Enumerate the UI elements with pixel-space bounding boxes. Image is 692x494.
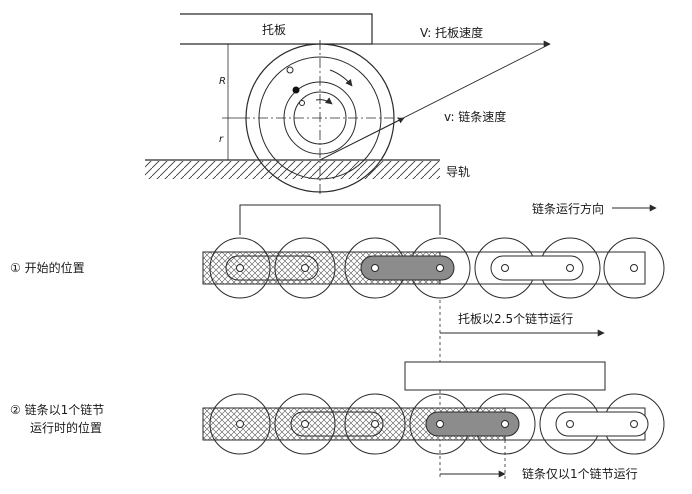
guide-rail-hatch — [145, 161, 440, 179]
pallet-travel: 托板以2.5个链节运行 — [404, 300, 606, 480]
guide-rail-label: 导轨 — [446, 165, 470, 179]
moved-pallet — [404, 361, 606, 391]
radius-r-label: r — [219, 134, 224, 145]
chain-start-position: 链条运行方向 ① 开始的位置 — [10, 201, 665, 299]
chain-direction-label: 链条运行方向 — [532, 201, 604, 216]
chain-speed-label: v: 链条速度 — [444, 109, 506, 124]
pallet-move-label: 托板以2.5个链节运行 — [458, 311, 573, 326]
pallet-plate — [180, 13, 373, 45]
radius-R-label: R — [219, 76, 226, 87]
highlight-link-2 — [425, 411, 520, 437]
moved-position-label-1: ② 链条以1个链节 — [10, 402, 104, 417]
roller-illustration: 托板 V: 托板速度 R r v: 链条速度 导轨 — [145, 13, 551, 196]
chain-moved-position: ② 链条以1个链节 运行时的位置 链条仅以1个链节运行 — [10, 393, 665, 482]
chain-move-label: 链条仅以1个链节运行 — [522, 466, 638, 481]
start-position-label: ① 开始的位置 — [10, 260, 85, 275]
highlight-link-1 — [360, 255, 455, 281]
moved-position-label-2: 运行时的位置 — [30, 420, 102, 435]
pallet-speed-label: V: 托板速度 — [420, 25, 483, 40]
pallet-label: 托板 — [262, 23, 286, 37]
